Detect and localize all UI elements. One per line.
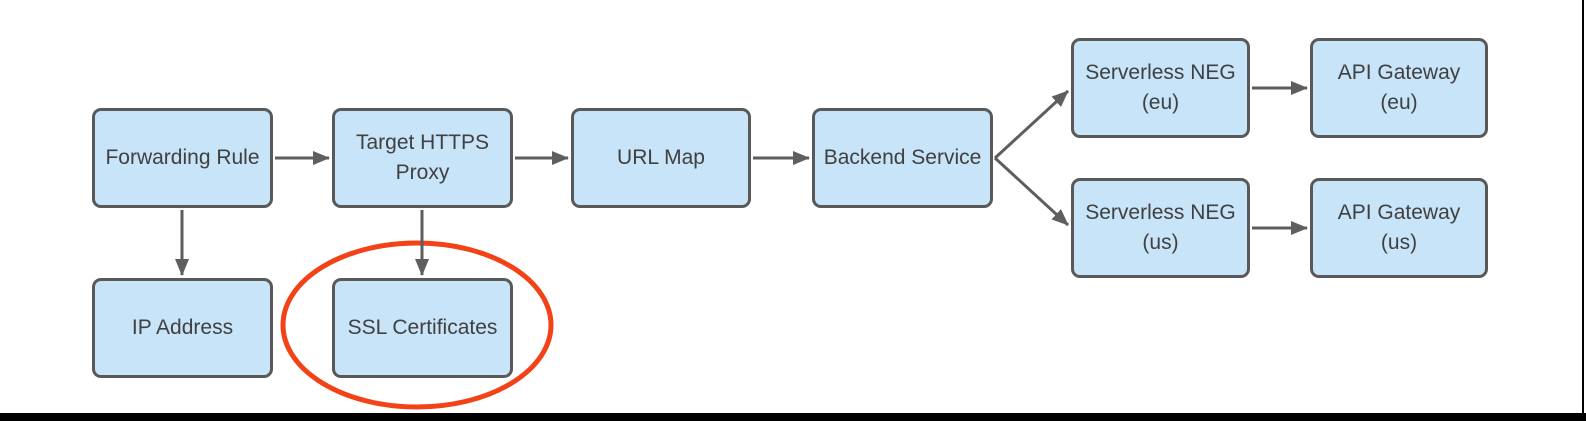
connector-backend-service-to-serverless-neg-eu bbox=[993, 89, 1070, 160]
right-frame-line bbox=[1582, 0, 1584, 421]
node-url-map-label: URL Map bbox=[617, 145, 705, 169]
node-forwarding-rule-label: Forwarding Rule bbox=[105, 145, 260, 169]
node-ssl-certificates-label: SSL Certificates bbox=[347, 315, 498, 339]
node-ip-address: IP Address bbox=[92, 278, 273, 378]
node-serverless-neg-eu: Serverless NEG (eu) bbox=[1071, 38, 1250, 138]
node-target-https-proxy-label: Target HTTPS Proxy bbox=[355, 130, 490, 184]
node-ip-address-label: IP Address bbox=[131, 315, 234, 339]
node-serverless-neg-us-label: Serverless NEG (us) bbox=[1085, 200, 1236, 254]
node-url-map: URL Map bbox=[571, 108, 751, 208]
node-target-https-proxy: Target HTTPS Proxy bbox=[332, 108, 513, 208]
bottom-frame-bar bbox=[0, 413, 1586, 421]
node-serverless-neg-eu-label: Serverless NEG (eu) bbox=[1085, 60, 1236, 114]
connector-backend-service-to-serverless-neg-us bbox=[993, 156, 1070, 227]
node-api-gateway-us-label: API Gateway (us) bbox=[1337, 200, 1461, 254]
node-ssl-certificates: SSL Certificates bbox=[332, 278, 513, 378]
node-forwarding-rule: Forwarding Rule bbox=[92, 108, 273, 208]
node-serverless-neg-us: Serverless NEG (us) bbox=[1071, 178, 1250, 278]
node-backend-service-label: Backend Service bbox=[823, 145, 982, 169]
node-api-gateway-eu-label: API Gateway (eu) bbox=[1337, 60, 1461, 114]
node-api-gateway-us: API Gateway (us) bbox=[1310, 178, 1488, 278]
node-api-gateway-eu: API Gateway (eu) bbox=[1310, 38, 1488, 138]
node-backend-service: Backend Service bbox=[812, 108, 993, 208]
